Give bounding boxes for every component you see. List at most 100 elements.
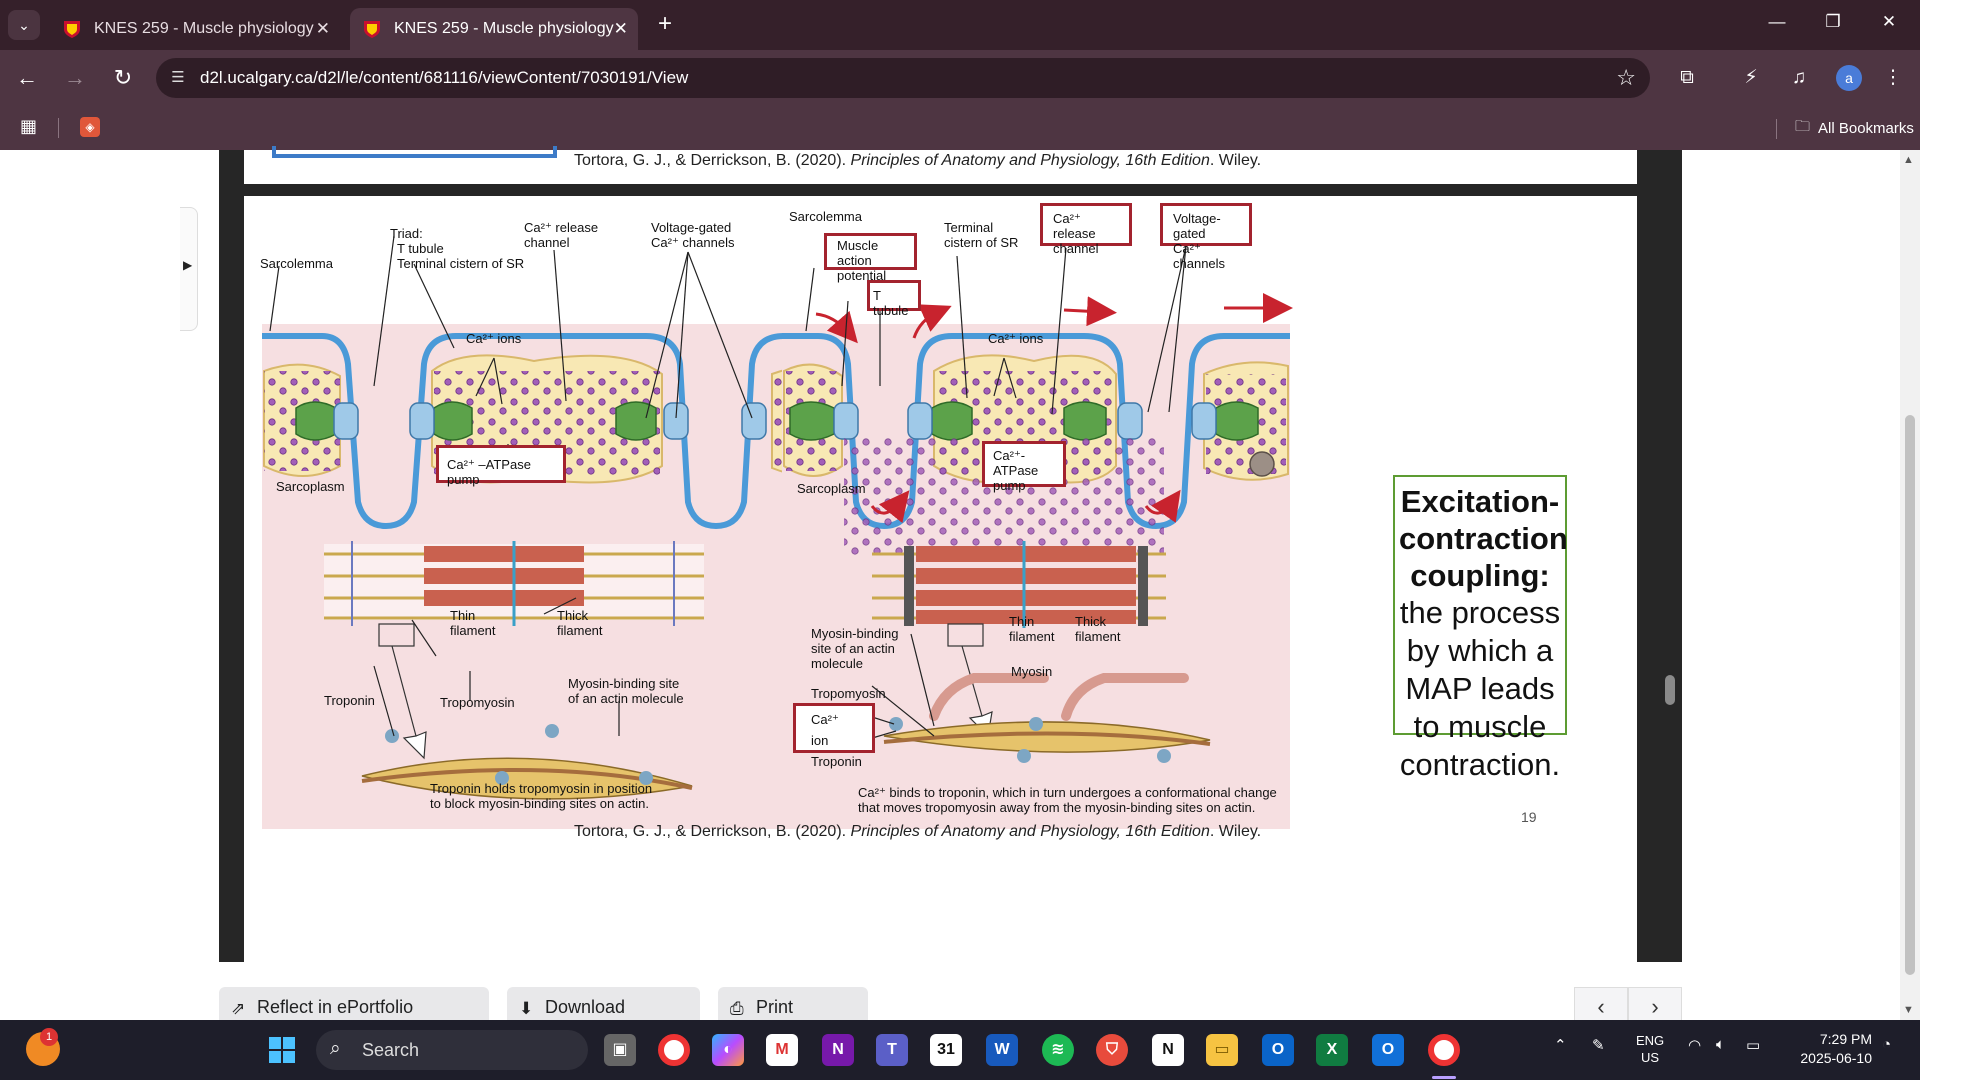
outlook-new-icon[interactable]: O [1372, 1034, 1404, 1066]
vpn-shield-icon[interactable]: ⛉ [1096, 1034, 1128, 1066]
file-explorer-icon[interactable]: ▭ [1206, 1034, 1238, 1066]
media-controls-icon[interactable]: ♫ [1791, 67, 1807, 88]
back-arrow-icon[interactable]: ← [16, 65, 38, 90]
chrome-profile-icon[interactable] [1428, 1034, 1460, 1066]
forward-arrow-icon[interactable]: → [64, 65, 86, 90]
page-scrollbar[interactable]: ▲ ▼ [1900, 150, 1920, 1020]
bookmark-favicon-icon[interactable]: ◈ [80, 117, 100, 137]
bookmarks-bar: ▦ ◈ 🗀 All Bookmarks [0, 106, 1920, 150]
spotify-icon[interactable]: ≋ [1042, 1034, 1074, 1066]
notification-bell-icon[interactable]: ◔ [1882, 1036, 1892, 1053]
previous-slide-box [272, 146, 557, 158]
thin-filament-detail [361, 724, 693, 800]
scroll-up-icon[interactable]: ▲ [1903, 154, 1914, 166]
onenote-icon[interactable]: N [822, 1034, 854, 1066]
label-ca-ions: Ca²⁺ ions [466, 331, 522, 346]
minimize-icon[interactable]: — [1768, 12, 1786, 31]
wifi-icon[interactable]: ◠ [1688, 1037, 1702, 1054]
calendar-icon[interactable]: 31 [930, 1034, 962, 1066]
slide-viewer: Tortora, G. J., & Derrickson, B. (2020).… [219, 146, 1682, 962]
close-icon[interactable]: ✕ [315, 19, 330, 38]
ucalgary-shield-icon [64, 21, 80, 38]
notification-badge: 1 [40, 1028, 58, 1046]
chrome-icon[interactable] [658, 1034, 690, 1066]
all-bookmarks-label: All Bookmarks [1818, 120, 1914, 137]
reload-icon[interactable]: ↻ [113, 65, 133, 90]
viewer-scroll-thumb[interactable] [1665, 675, 1675, 705]
new-tab-button[interactable]: + [657, 10, 672, 37]
scroll-thumb[interactable] [1905, 415, 1915, 975]
tab-active[interactable]: KNES 259 - Muscle physiology ✕ [350, 8, 638, 50]
ucalgary-shield-icon [364, 21, 380, 38]
atpase-pump-icon [1249, 451, 1275, 477]
all-bookmarks-button[interactable]: 🗀 All Bookmarks [1776, 116, 1914, 141]
outlook-icon[interactable]: O [1262, 1034, 1294, 1066]
browser-toolbar: ← → ↻ ☰ d2l.ucalgary.ca/d2l/le/content/6… [0, 50, 1920, 106]
chevron-down-icon: ⌄ [18, 16, 30, 33]
label-terminal-cistern: Terminal cistern of SR [397, 256, 525, 271]
chevron-up-icon[interactable]: ⌃ [1554, 1037, 1567, 1054]
profile-avatar[interactable]: a [1836, 65, 1862, 91]
bookmark-star-icon[interactable]: ☆ [1616, 65, 1636, 90]
taskbar-search[interactable]: ⌕ Search [316, 1030, 588, 1070]
scroll-down-icon[interactable]: ▼ [1903, 1004, 1914, 1016]
more-menu-icon[interactable]: ⋮ [1883, 67, 1903, 88]
previous-slide-bottom: Tortora, G. J., & Derrickson, B. (2020).… [244, 146, 1637, 184]
window-close-icon[interactable]: ✕ [1881, 12, 1897, 31]
site-settings-icon[interactable]: ☰ [171, 69, 185, 86]
performance-icon[interactable]: ⚡ [1744, 67, 1758, 88]
search-icon: ⌕ [330, 1038, 341, 1059]
label-tropomyosin-right: Tropomyosin [811, 686, 886, 701]
battery-icon[interactable]: ▭ [1746, 1037, 1761, 1054]
address-bar[interactable]: ☰ d2l.ucalgary.ca/d2l/le/content/681116/… [156, 58, 1650, 98]
label-t-tubule: T tubule [397, 241, 444, 256]
active-app-indicator [1432, 1076, 1456, 1079]
sidebar-toggle[interactable]: ▶ [180, 207, 198, 331]
printer-icon: ⎙ [730, 999, 744, 1018]
teams-icon[interactable]: T [876, 1034, 908, 1066]
excel-icon[interactable]: X [1316, 1034, 1348, 1066]
chevron-right-icon: ▶ [183, 258, 193, 272]
close-icon[interactable]: ✕ [613, 19, 628, 38]
myofibril [324, 541, 704, 626]
gmail-icon[interactable]: M [766, 1034, 798, 1066]
windows-start-icon[interactable] [266, 1034, 298, 1066]
previous-citation: Tortora, G. J., & Derrickson, B. (2020).… [574, 152, 1262, 169]
slide-19: Sarcolemma Triad: T tubule Terminal cist… [244, 196, 1637, 962]
word-icon[interactable]: W [986, 1034, 1018, 1066]
windows-taskbar: 1 ⌕ Search ▣ ◐ M N T 31 W ≋ ⛉ N ▭ O X O … [0, 1020, 1920, 1080]
task-view-icon[interactable]: ▣ [604, 1034, 636, 1066]
pen-icon[interactable]: ✎ [1592, 1037, 1605, 1054]
voltage-gated-channel [333, 402, 767, 440]
actin-exposed [883, 717, 1211, 763]
bookmarks-divider [1776, 118, 1777, 139]
ecc-definition-box: Excitation- contraction coupling: the pr… [1393, 475, 1568, 782]
label-sarcoplasm-right: Sarcoplasm [797, 481, 866, 496]
right-caption: Ca²⁺ binds to troponin, which in turn un… [858, 785, 1277, 815]
extensions-icon[interactable]: ⧉ [1680, 67, 1694, 88]
page-content: ▶ Tortora, G. J., & Derrickson, B. (2020… [0, 146, 1920, 1027]
notion-icon[interactable]: N [1152, 1034, 1184, 1066]
label-myosin: Myosin [1011, 664, 1053, 679]
copilot-icon[interactable]: ◐ [712, 1034, 744, 1066]
label-ca-ions-right: Ca²⁺ ions [988, 331, 1044, 346]
tab-search-button[interactable]: ⌄ [8, 10, 40, 40]
ca-release-channel [789, 401, 1259, 441]
volume-icon[interactable]: 🔈︎ [1716, 1036, 1726, 1053]
apps-grid-icon[interactable]: ▦ [20, 116, 38, 136]
tab-inactive[interactable]: KNES 259 - Muscle physiology ✕ [50, 8, 344, 50]
restore-icon[interactable]: ❐ [1825, 12, 1841, 31]
chevron-left-icon: ‹ [1597, 994, 1605, 1019]
